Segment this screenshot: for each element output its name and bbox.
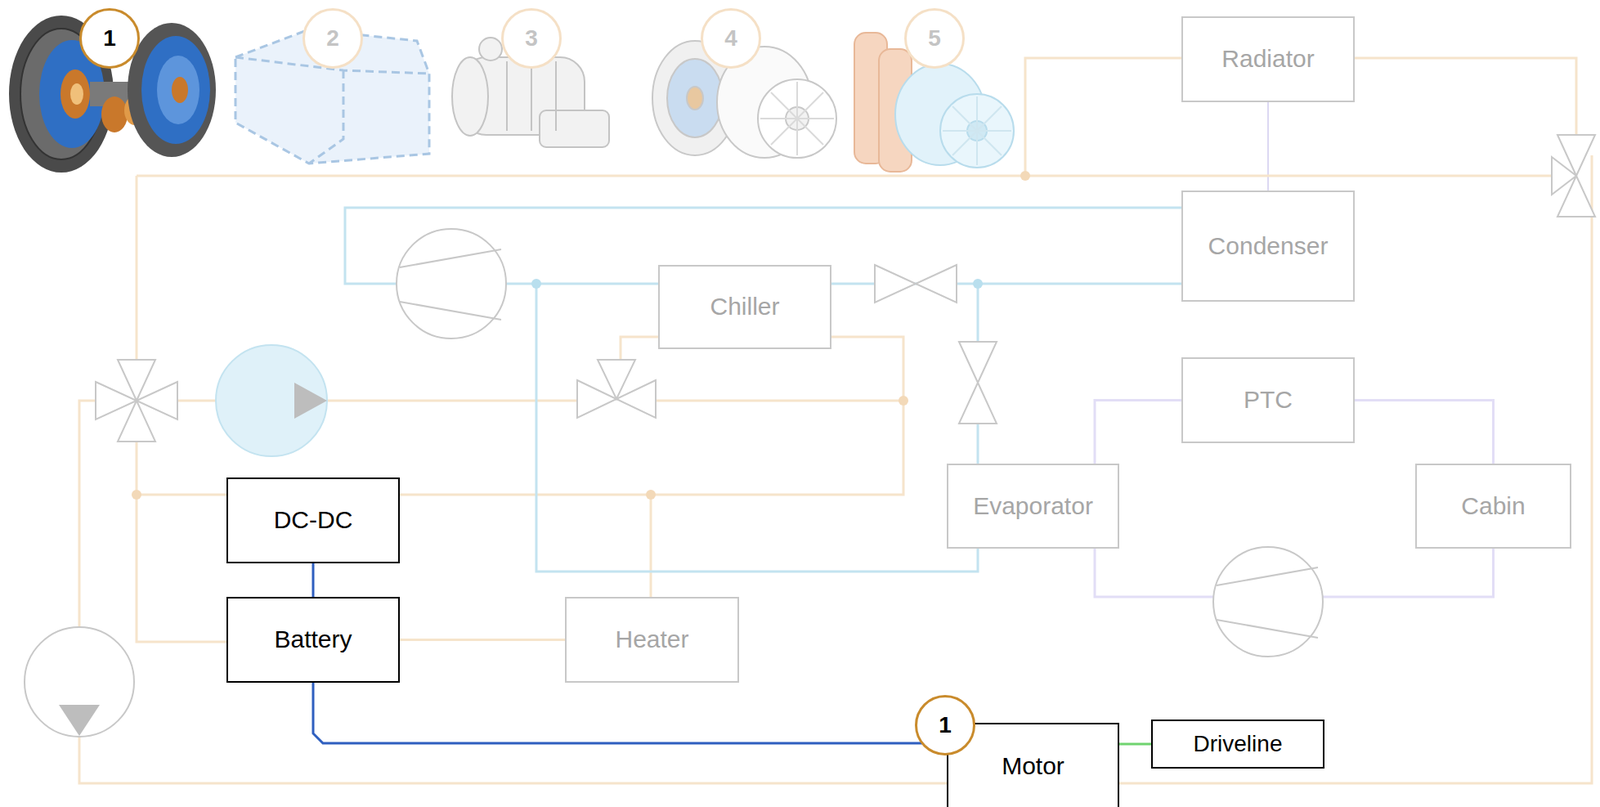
process-box: Battery [226, 596, 400, 683]
callout-number: 5 [904, 8, 965, 69]
process-box: Heater [564, 596, 740, 683]
box-label: Cabin [1461, 492, 1525, 521]
process-box: Radiator [1181, 16, 1355, 103]
process-box: PTC [1181, 357, 1355, 444]
process-box: Condenser [1181, 190, 1355, 302]
coolant-pump [215, 345, 328, 457]
connector-line [1354, 400, 1494, 465]
callout-number: 4 [700, 8, 762, 69]
box-label: Motor [1001, 752, 1065, 781]
connector-line [1119, 743, 1152, 746]
box-label: Battery [273, 625, 352, 655]
compressor-symbol [396, 228, 507, 339]
process-box: DC-DC [226, 477, 400, 564]
process-box: Cabin [1415, 463, 1572, 549]
box-label: Condenser [1208, 232, 1329, 261]
callout-number: 3 [501, 8, 562, 69]
connector-line [312, 563, 315, 597]
box-label: DC-DC [273, 506, 354, 535]
box-label: Driveline [1193, 730, 1283, 758]
pipe-junction [131, 170, 1031, 500]
box-label: Evaporator [972, 492, 1094, 521]
connector-line [313, 682, 947, 744]
box-label: Radiator [1221, 44, 1314, 74]
box-label: PTC [1243, 385, 1293, 415]
blower-symbol [1213, 546, 1323, 657]
connector-line [1267, 102, 1269, 191]
refrigerant-pipe [345, 207, 1182, 572]
box-label: Heater [614, 625, 689, 655]
process-box: Driveline [1151, 719, 1325, 769]
callout-number: 1 [79, 8, 140, 69]
process-box: Chiller [658, 264, 832, 350]
coolant-pipe [79, 58, 1592, 784]
callout-number: 2 [302, 8, 364, 69]
valve-symbol [95, 134, 1596, 442]
process-box: Evaporator [946, 463, 1120, 549]
connector-line [399, 638, 565, 641]
box-label: Chiller [709, 292, 780, 322]
callout-number: 1 [914, 694, 976, 756]
coolant-pump [24, 627, 135, 737]
connector-line [1094, 400, 1182, 465]
